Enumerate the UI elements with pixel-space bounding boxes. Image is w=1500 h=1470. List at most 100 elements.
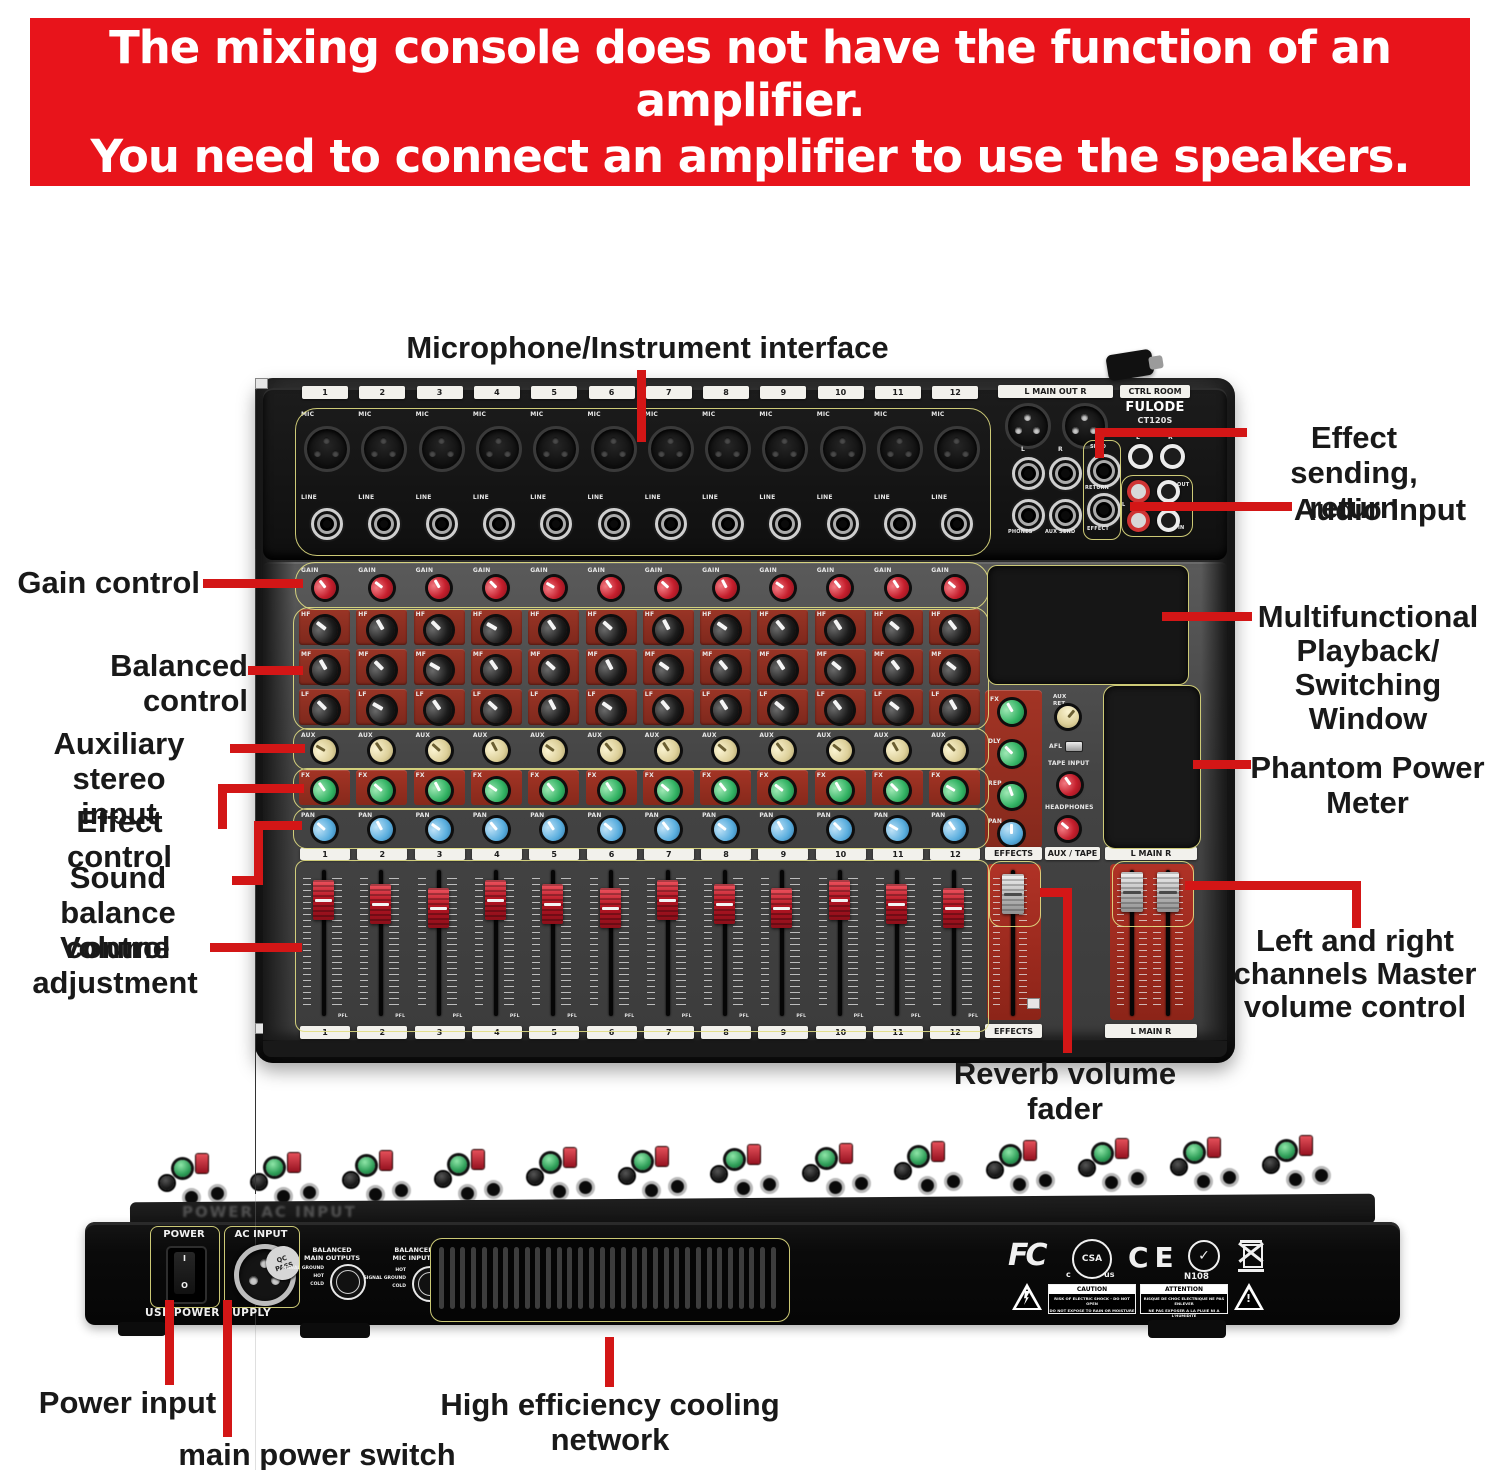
fx-knob-label: FX: [530, 772, 540, 779]
power-rocker: [174, 1252, 195, 1294]
line-jack: [597, 508, 630, 540]
mf-knob-label: MF: [644, 651, 656, 658]
channel-divider: [255, 389, 256, 549]
rocker-on-mark: I: [183, 1254, 186, 1263]
mf-knob-label: MF: [702, 651, 713, 658]
channel-number-strip: 11: [873, 848, 923, 860]
main-out-xlr-left: [1005, 403, 1051, 449]
gain-knob-label: GAIN: [587, 567, 606, 574]
channel-number-top: 1: [302, 386, 348, 399]
gain-knob-label: GAIN: [702, 567, 720, 574]
rear-fader-cap: [1116, 1139, 1128, 1158]
aux-tape-strip: AUX / TAPE: [1045, 847, 1100, 860]
ctrl-room-strip: CTRL ROOM: [1120, 385, 1190, 398]
hf-knob-label: HF: [358, 611, 368, 618]
channel-number-top: 2: [359, 386, 406, 399]
mic-wiring-1: HOT: [395, 1268, 406, 1273]
label-gain-control: Gain control: [17, 565, 200, 600]
line-jack: [654, 508, 687, 540]
channel-number-strip: 8: [701, 848, 752, 860]
rear-knob-green: [634, 1152, 651, 1170]
meter-scale-value: -18: [1139, 800, 1151, 808]
pfl-label: PFL: [968, 1014, 979, 1019]
rear-jack: [1220, 1167, 1239, 1187]
mic-label: MIC: [472, 411, 487, 418]
channel-fader: [886, 884, 907, 924]
lf-knob-label: LF: [472, 691, 482, 698]
phantom-switch: [1148, 701, 1167, 714]
balanced-mic-label-1: BALANCED: [394, 1246, 434, 1254]
pointer-reverb-h: [1040, 888, 1068, 897]
rear-jack: [918, 1176, 937, 1195]
meter-led-right: [1169, 811, 1176, 819]
afl-switch: [1065, 741, 1083, 752]
mf-knob-label: MF: [530, 651, 541, 658]
label-sound-balance-line2: control: [65, 930, 171, 965]
rear-fader-cap: [1208, 1137, 1220, 1157]
rear-jack: [852, 1173, 871, 1193]
pointer-soundbalance-h1: [232, 876, 262, 885]
mixer-front-panel: L MAIN OUT R L R PHONES AUX SEND SEND RE…: [255, 348, 1235, 1470]
meter-led-right: [1169, 790, 1176, 798]
line-label: LINE: [874, 494, 890, 501]
connector-pin: [1015, 427, 1022, 434]
lf-knob-label: LF: [644, 691, 654, 698]
channel-divider: [255, 1194, 256, 1470]
rear-fader-cap: [932, 1142, 944, 1161]
attention-box: ATTENTION RISQUE DE CHOC ELECTRIQUE NE P…: [1140, 1284, 1228, 1318]
main-out-l-label: L: [1021, 446, 1026, 453]
fader-scale: [446, 878, 457, 1006]
pointer-aux: [230, 744, 305, 753]
label-cooling-network: High efficiency cooling network: [440, 1387, 780, 1457]
connector-pin: [838, 437, 846, 444]
ac-input-label: AC INPUT: [234, 1229, 288, 1240]
connector-pin: [905, 450, 912, 457]
fader-scale: [618, 878, 629, 1006]
label-master-volume: Left and right channels Master volume co…: [1210, 924, 1500, 1023]
mf-knob-label: MF: [472, 651, 484, 658]
connector-pin: [561, 450, 569, 457]
line-label: LINE: [759, 494, 776, 501]
pfl-label: PFL: [624, 1014, 635, 1019]
fader-track: [952, 870, 957, 1016]
channel-fader: [714, 884, 736, 924]
pointer-cooling: [605, 1337, 614, 1387]
connector-pin: [314, 450, 321, 457]
connector-pin: [772, 450, 780, 457]
rear-jack: [826, 1177, 845, 1197]
label-multifunctional-line1: Multifunctional: [1257, 599, 1479, 634]
lf-knob-label: LF: [931, 691, 940, 698]
lcd-track-icons: [1032, 614, 1096, 636]
rear-jack: [944, 1172, 963, 1191]
gain-knob-label: GAIN: [759, 567, 778, 574]
mic-xlr-connector: [934, 426, 981, 472]
fader-scale: [962, 878, 973, 1006]
main-wiring-1: SIGNAL GROUND: [281, 1266, 324, 1271]
rear-knob-green: [1002, 1146, 1019, 1164]
rear-jack: [1194, 1171, 1213, 1191]
fx-knob-label: FX: [816, 772, 826, 779]
fader-scale: [417, 878, 426, 1006]
connector-pin: [847, 450, 855, 457]
label-balanced-control: Balanced control: [110, 648, 248, 718]
fx-knob-label: FX: [415, 772, 425, 779]
channel-number-top: 9: [760, 386, 807, 399]
rear-knob-black: [344, 1173, 358, 1187]
aux-knob-label: AUX: [759, 732, 774, 739]
banner-line-2: You need to connect an amplifier to use …: [90, 130, 1411, 183]
pfl-label: PFL: [452, 1014, 463, 1019]
pan-knob-label: PAN: [301, 812, 316, 819]
fx-knob-label: FX: [990, 696, 1000, 703]
label-mic-interface: Microphone/Instrument interface: [406, 330, 889, 365]
pfl-label: PFL: [395, 1014, 406, 1019]
main-strip-bottom: L MAIN R: [1105, 1024, 1197, 1038]
usb-label: USB: [997, 592, 1014, 600]
channel-fader: [656, 880, 678, 920]
tape-out-rca-l: [1127, 480, 1150, 503]
channel-number-strip: 9: [758, 1026, 809, 1039]
gain-knob-label: GAIN: [301, 567, 319, 574]
connector-pin: [666, 437, 674, 444]
bluetooth-icon: [994, 570, 1006, 582]
pfl-afl-led: [1113, 828, 1120, 835]
gain-knob-label: GAIN: [530, 567, 548, 574]
